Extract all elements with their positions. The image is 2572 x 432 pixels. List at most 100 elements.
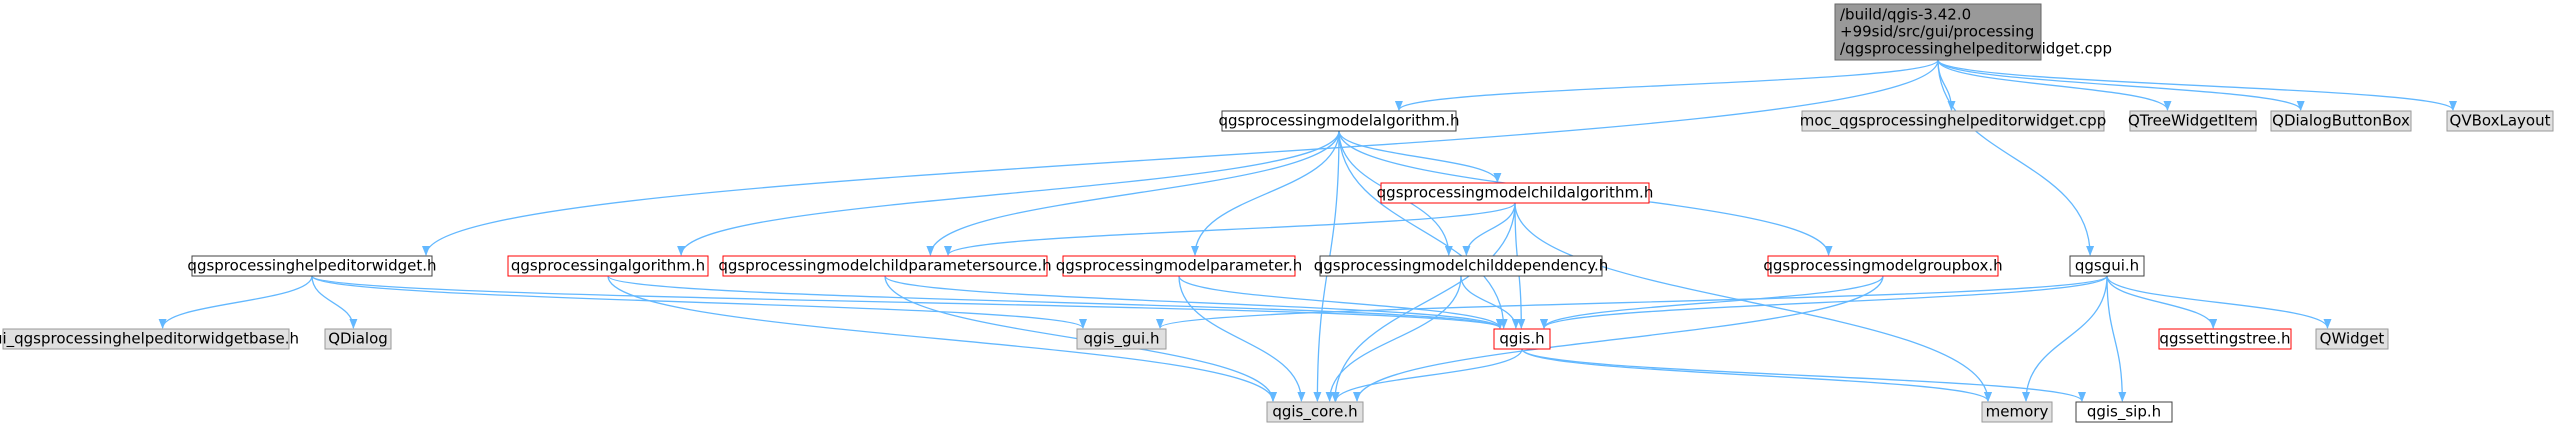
node-label: qgsprocessingalgorithm.h	[511, 257, 705, 275]
node-box	[1221, 110, 1457, 132]
node-box	[2158, 328, 2292, 350]
node-label: QTreeWidgetItem	[2128, 112, 2258, 130]
edge-modelalgorithm-to-childalgorithm	[1338, 130, 1502, 183]
edge-qgis_h-to-qgis_sip	[1521, 348, 2086, 402]
node-qgsgui[interactable]: qgsgui.h	[2069, 255, 2145, 277]
edge-groupbox-to-qgis_core	[1353, 275, 1884, 402]
node-label: qgis.h	[1499, 330, 1544, 348]
edge-modelalgorithm-to-modelparameter	[1191, 130, 1340, 256]
edge-helpeditorwidget_h-to-qgis_gui	[311, 275, 1087, 329]
edge-modelparameter-to-qgis_core	[1178, 275, 1306, 402]
node-label: qgsprocessingmodelchildparametersource.h	[718, 257, 1051, 275]
node-qwidget[interactable]: QWidget	[2315, 328, 2389, 350]
node-qgssettingstree[interactable]: qgssettingstree.h	[2158, 328, 2292, 350]
node-box	[1801, 110, 2105, 132]
node-label: moc_qgsprocessinghelpeditorwidget.cpp	[1800, 112, 2106, 131]
edge-modelalgorithm-to-qgis_h	[1338, 130, 1508, 329]
node-box	[1767, 255, 1999, 277]
node-box	[1834, 3, 2042, 61]
node-label: qgsprocessingmodelchilddependency.h	[1314, 257, 1609, 275]
node-label: QDialog	[328, 330, 388, 348]
edge-processingalgorithm-to-qgis_core	[607, 275, 1277, 402]
edge-qgsgui-to-qgssettingstree	[2106, 275, 2218, 329]
node-label: qgsprocessinghelpeditorwidget.h	[187, 257, 436, 275]
edge-childdependency-to-qgis_core	[1325, 275, 1462, 402]
node-qgis_sip[interactable]: qgis_sip.h	[2075, 401, 2173, 423]
edge-root-to-qvboxlayout	[1937, 59, 2457, 111]
edge-qgsgui-to-qgis_sip	[2106, 275, 2127, 402]
node-box	[2, 328, 290, 350]
edge-childdependency-to-qgis_h	[1460, 275, 1520, 329]
edge-qgsgui-to-qgis_gui	[1156, 275, 2108, 329]
node-modelalgorithm[interactable]: qgsprocessingmodelalgorithm.h	[1218, 110, 1460, 132]
node-box	[1076, 328, 1167, 350]
edge-modelalgorithm-to-childparametersource	[926, 130, 1340, 256]
edge-groupbox-to-qgis_h	[1540, 275, 1884, 329]
edge-root-to-qdialogbuttonbox	[1937, 59, 2305, 111]
node-label: qgsgui.h	[2075, 257, 2139, 275]
node-box	[722, 255, 1048, 277]
node-ui_base[interactable]: ui_qgsprocessinghelpeditorwidgetbase.h	[0, 328, 299, 350]
edge-qgis_h-to-memory	[1521, 348, 1992, 402]
node-qdialogbuttonbox[interactable]: QDialogButtonBox	[2270, 110, 2412, 132]
node-label: qgis_gui.h	[1084, 330, 1160, 349]
node-groupbox[interactable]: qgsprocessingmodelgroupbox.h	[1763, 255, 2003, 277]
node-qdialog[interactable]: QDialog	[324, 328, 392, 350]
node-label: qgsprocessingmodelparameter.h	[1056, 257, 1303, 275]
edge-root-to-helpeditorwidget_h	[422, 59, 1939, 256]
dependency-nodes: /build/qgis-3.42.0+99sid/src/gui/process…	[0, 3, 2554, 423]
edge-qgsgui-to-memory	[2022, 275, 2108, 402]
edge-qgsgui-to-qgis_h	[1540, 275, 2108, 329]
node-childalgorithm[interactable]: qgsprocessingmodelchildalgorithm.h	[1377, 182, 1654, 204]
edge-childalgorithm-to-childparametersource	[944, 202, 1516, 256]
edge-modelparameter-to-qgis_h	[1178, 275, 1504, 329]
edge-processingalgorithm-to-qgis_h	[607, 275, 1504, 329]
node-qgis_h[interactable]: qgis.h	[1493, 328, 1551, 350]
edge-childparametersource-to-qgis_h	[884, 275, 1504, 329]
node-label: qgssettingstree.h	[2159, 330, 2290, 348]
edge-root-to-modelalgorithm	[1395, 59, 1939, 111]
node-box	[1319, 255, 1603, 277]
edge-childalgorithm-to-qgis_core	[1331, 202, 1516, 402]
edge-qgsgui-to-qwidget	[2106, 275, 2332, 329]
node-label: QVBoxLayout	[2450, 112, 2551, 130]
node-label: /build/qgis-3.42.0	[1840, 6, 1971, 24]
node-qtreewidgetitem[interactable]: QTreeWidgetItem	[2128, 110, 2258, 132]
node-box	[2315, 328, 2389, 350]
node-childparametersource[interactable]: qgsprocessingmodelchildparametersource.h	[718, 255, 1052, 277]
node-moc[interactable]: moc_qgsprocessinghelpeditorwidget.cpp	[1800, 110, 2106, 132]
edge-childalgorithm-to-memory	[1514, 202, 1992, 402]
node-box	[324, 328, 392, 350]
node-memory[interactable]: memory	[1981, 401, 2053, 423]
node-qgis_gui[interactable]: qgis_gui.h	[1076, 328, 1167, 350]
edge-helpeditorwidget_h-to-ui_base	[158, 275, 313, 329]
node-label: +99sid/src/gui/processing	[1840, 23, 2034, 41]
node-box	[2270, 110, 2412, 132]
node-label: qgis_sip.h	[2087, 403, 2161, 422]
node-box	[1266, 401, 1364, 423]
node-box	[2075, 401, 2173, 423]
edge-childalgorithm-to-childdependency	[1462, 202, 1516, 256]
node-box	[1493, 328, 1551, 350]
node-modelparameter[interactable]: qgsprocessingmodelparameter.h	[1056, 255, 1303, 277]
edge-root-to-qgsgui	[1937, 59, 2095, 256]
node-label: memory	[1986, 403, 2049, 421]
node-box	[191, 255, 433, 277]
node-box	[507, 255, 709, 277]
node-processingalgorithm[interactable]: qgsprocessingalgorithm.h	[507, 255, 709, 277]
edge-helpeditorwidget_h-to-qgis_h	[311, 275, 1504, 329]
edge-root-to-qtreewidgetitem	[1937, 59, 2172, 111]
node-box	[1062, 255, 1296, 277]
node-box	[1981, 401, 2053, 423]
edge-helpeditorwidget_h-to-qdialog	[311, 275, 358, 329]
node-box	[2069, 255, 2145, 277]
node-label: qgsprocessingmodelgroupbox.h	[1763, 257, 2002, 275]
node-box	[2446, 110, 2554, 132]
node-helpeditorwidget_h[interactable]: qgsprocessinghelpeditorwidget.h	[187, 255, 437, 277]
node-root[interactable]: /build/qgis-3.42.0+99sid/src/gui/process…	[1834, 3, 2112, 61]
node-qgis_core[interactable]: qgis_core.h	[1266, 401, 1364, 423]
node-qvboxlayout[interactable]: QVBoxLayout	[2446, 110, 2554, 132]
edge-modelalgorithm-to-processingalgorithm	[677, 130, 1340, 256]
node-label: QWidget	[2320, 330, 2385, 348]
node-childdependency[interactable]: qgsprocessingmodelchilddependency.h	[1314, 255, 1609, 277]
